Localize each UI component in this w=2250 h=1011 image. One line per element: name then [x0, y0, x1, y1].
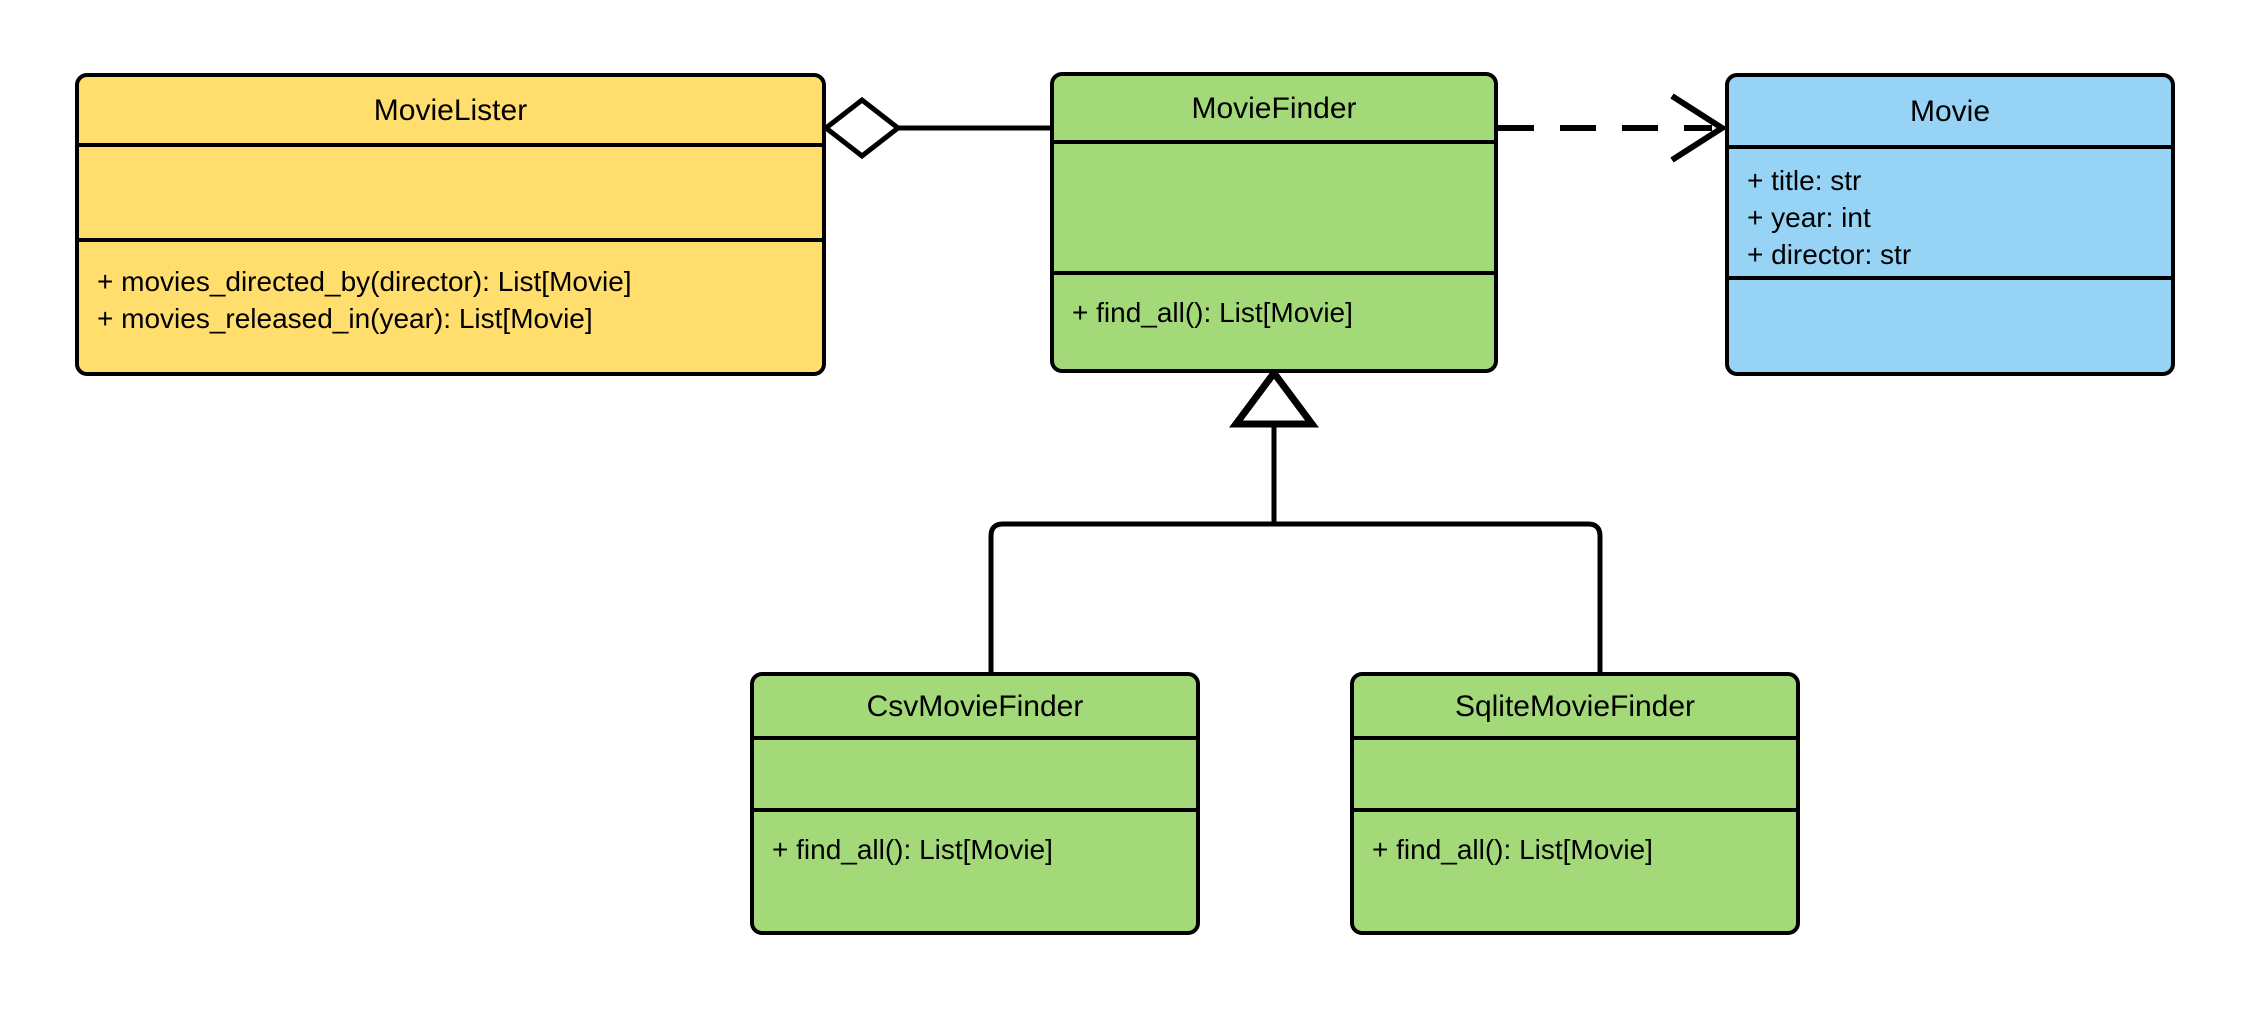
class-methods-compartment: + movies_directed_by(director): List[Mov… — [79, 238, 822, 372]
class-box-movie[interactable]: Movie + title: str + year: int + directo… — [1725, 73, 2175, 376]
dependency-edge-moviefinder-movie[interactable] — [1498, 93, 1728, 163]
class-method: + movies_released_in(year): List[Movie] — [97, 302, 593, 334]
class-title-movielister: MovieLister — [373, 93, 528, 127]
class-methods-compartment: + find_all(): List[Movie] — [754, 808, 1196, 931]
class-attribute: + director: str — [1747, 238, 1912, 270]
class-box-sqlitemoviefinder[interactable]: SqliteMovieFinder + find_all(): List[Mov… — [1350, 672, 1800, 935]
class-title-csvmoviefinder: CsvMovieFinder — [866, 689, 1084, 723]
class-attributes-compartment — [1354, 736, 1796, 808]
class-attributes-compartment — [754, 736, 1196, 808]
class-method: + find_all(): List[Movie] — [772, 834, 1053, 865]
class-name-compartment: MovieLister — [79, 77, 822, 143]
class-name-compartment: MovieFinder — [1054, 76, 1494, 140]
class-methods-compartment: + find_all(): List[Movie] — [1054, 271, 1494, 369]
class-title-moviefinder: MovieFinder — [1191, 91, 1357, 125]
class-attributes-compartment — [1054, 140, 1494, 271]
class-method: + find_all(): List[Movie] — [1372, 834, 1653, 865]
class-method: + find_all(): List[Movie] — [1072, 297, 1353, 328]
class-name-compartment: CsvMovieFinder — [754, 676, 1196, 736]
class-title-sqlitemoviefinder: SqliteMovieFinder — [1454, 689, 1696, 723]
class-attribute: + title: str — [1747, 165, 1862, 196]
hollow-diamond-icon — [821, 96, 903, 160]
class-methods-compartment: + find_all(): List[Movie] — [1354, 808, 1796, 931]
class-methods-compartment — [1729, 276, 2171, 372]
class-name-compartment: Movie — [1729, 77, 2171, 145]
class-name-compartment: SqliteMovieFinder — [1354, 676, 1796, 736]
class-attributes-compartment — [79, 143, 822, 238]
class-method: + movies_directed_by(director): List[Mov… — [97, 266, 632, 297]
class-box-csvmoviefinder[interactable]: CsvMovieFinder + find_all(): List[Movie] — [750, 672, 1200, 935]
generalization-branch-csvmoviefinder — [988, 521, 1274, 672]
class-attributes-compartment: + title: str + year: int + director: str — [1729, 145, 2171, 276]
generalization-edge-group[interactable] — [988, 367, 1603, 672]
aggregation-edge-movielister-moviefinder[interactable] — [821, 96, 1050, 160]
class-box-moviefinder[interactable]: MovieFinder + find_all(): List[Movie] — [1050, 72, 1498, 373]
open-arrowhead-icon — [1670, 93, 1728, 163]
hollow-triangle-icon — [1229, 367, 1319, 428]
class-attribute: + year: int — [1747, 201, 1871, 233]
class-title-movie: Movie — [1909, 94, 1991, 128]
generalization-branch-sqlitemoviefinder — [1274, 521, 1603, 672]
class-box-movielister[interactable]: MovieLister + movies_directed_by(directo… — [75, 73, 826, 376]
